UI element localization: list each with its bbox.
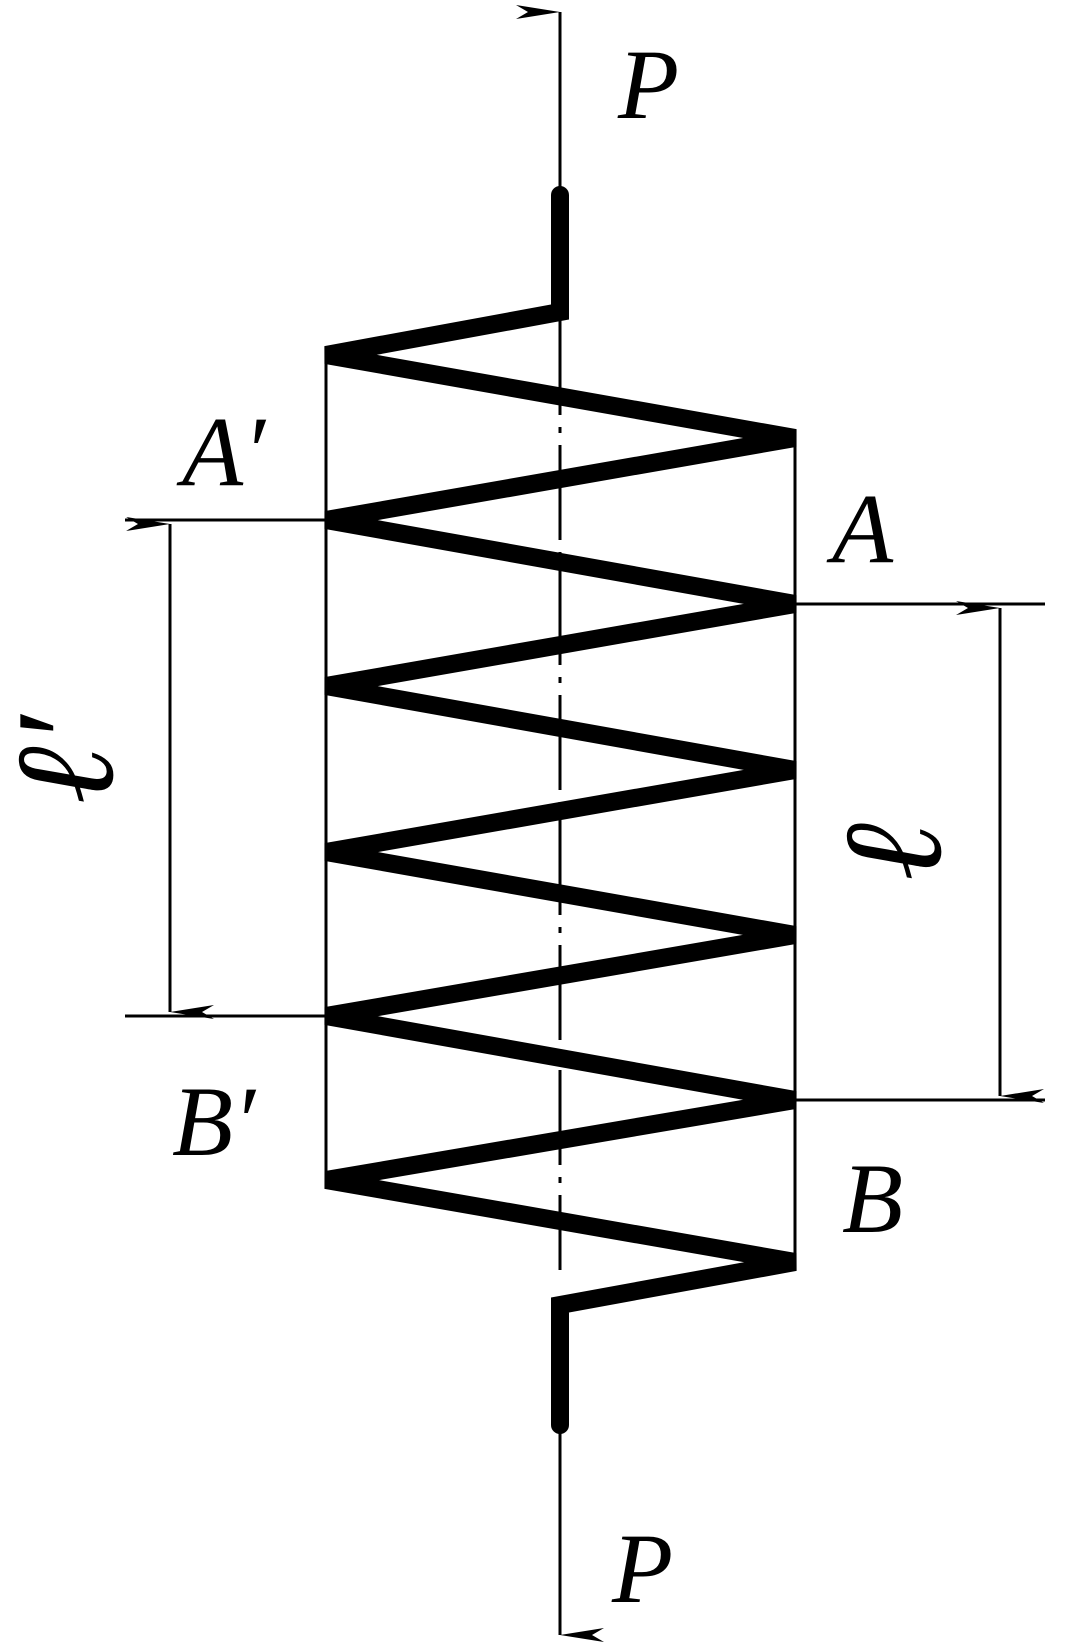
spring-coil [324,186,797,1434]
label-force-bottom: P [611,1513,673,1624]
label-point-a-prime: A′ [176,396,267,507]
label-point-a: A [826,473,894,584]
label-length-prime: ℓ′ [0,713,143,804]
label-point-b: B [842,1143,903,1254]
label-length: ℓ [816,823,971,881]
label-force-top: P [617,29,679,140]
label-point-b-prime: B′ [172,1066,257,1177]
